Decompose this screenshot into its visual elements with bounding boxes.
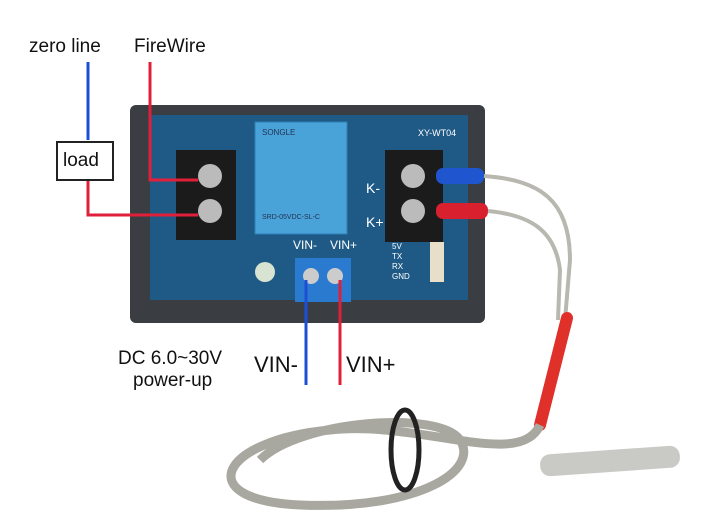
- load-wire: [86, 180, 198, 217]
- blue-crimp: [436, 168, 484, 184]
- right-terminal-block: [385, 150, 443, 242]
- vin-plus-label: VIN+: [346, 352, 396, 377]
- power-label-2: power-up: [133, 370, 213, 391]
- probe-cable: [483, 174, 573, 321]
- pin-label: TX: [392, 252, 403, 261]
- vin-minus-label: VIN-: [254, 352, 298, 377]
- pin-label: RX: [392, 262, 404, 271]
- load-box: [56, 141, 114, 181]
- board-vin-plus: VIN+: [330, 238, 358, 252]
- cable-tie: [388, 407, 422, 493]
- zero-line-label: zero line: [29, 36, 101, 57]
- power-label-1: DC 6.0~30V: [118, 348, 223, 369]
- board-k-plus: K+: [366, 214, 384, 230]
- screw: [198, 164, 222, 188]
- probe-coil: [226, 418, 545, 510]
- pin-label: GND: [392, 272, 410, 281]
- power-terminal: [295, 258, 351, 302]
- pin-labels: 5V TX RX GND: [392, 242, 410, 282]
- screw: [401, 164, 425, 188]
- red-crimp: [436, 203, 488, 219]
- probe-cable: [487, 209, 563, 321]
- relay-model: SRD-05VDC-SL-C: [262, 214, 320, 221]
- firewire-label: FireWire: [134, 36, 206, 57]
- board-model: XY-WT04: [418, 128, 457, 138]
- firewire-wire: [148, 62, 198, 182]
- board-k-minus: K-: [366, 180, 380, 196]
- board-vin-minus: VIN-: [293, 238, 317, 252]
- pin-header: [430, 242, 444, 282]
- screw: [401, 199, 425, 223]
- left-terminal-block: [176, 150, 236, 240]
- red-sleeve: [534, 312, 573, 431]
- load-label: load: [63, 150, 99, 171]
- relay: [254, 121, 348, 235]
- capacitor: [255, 262, 275, 282]
- pin-label: 5V: [392, 242, 402, 251]
- screw: [198, 199, 222, 223]
- relay-brand: SONGLE: [262, 128, 296, 137]
- probe-tip: [540, 445, 680, 477]
